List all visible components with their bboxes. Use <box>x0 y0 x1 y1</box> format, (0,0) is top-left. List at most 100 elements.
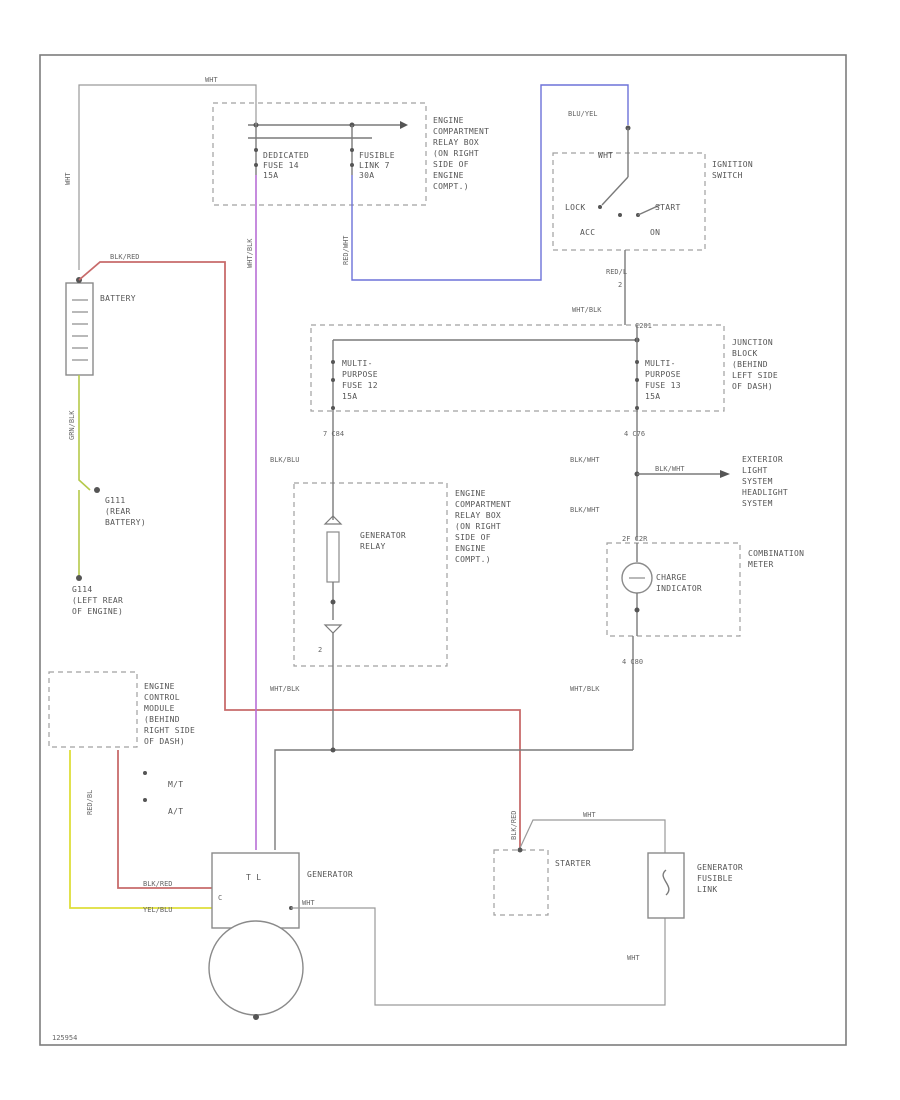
svg-text:FUSE 12: FUSE 12 <box>342 381 378 390</box>
svg-text:LEFT SIDE: LEFT SIDE <box>732 371 778 380</box>
ground-g114-label: G114 (LEFT REAR OF ENGINE) <box>72 585 123 616</box>
svg-text:GENERATOR: GENERATOR <box>360 531 406 540</box>
wire-label-wht-blk-ign: WHT/BLK <box>572 306 602 314</box>
svg-text:SIDE OF: SIDE OF <box>455 533 491 542</box>
generator-symbol <box>208 920 304 1016</box>
svg-text:SYSTEM: SYSTEM <box>742 499 773 508</box>
svg-text:FUSE 13: FUSE 13 <box>645 381 681 390</box>
generator-relay-label: GENERATOR RELAY <box>360 531 406 551</box>
conn-c201: C201 <box>635 322 652 330</box>
svg-text:EXTERIOR: EXTERIOR <box>742 455 783 464</box>
wire-label-blk-red-top: BLK/RED <box>110 253 140 261</box>
starter-label: STARTER <box>555 859 591 868</box>
svg-text:COMPT.): COMPT.) <box>455 555 491 564</box>
dedicated-fuse-label-3: 15A <box>263 171 278 180</box>
wire-wht-top <box>78 84 257 270</box>
conn-c128: 2F C2R <box>622 535 648 543</box>
wire-label-wht-gen: WHT <box>302 899 315 907</box>
wire-label-red-wht: RED/WHT <box>342 235 350 265</box>
wire-label-blk-wht-1: BLK/WHT <box>570 456 600 464</box>
svg-text:COMPARTMENT: COMPARTMENT <box>455 500 511 509</box>
starter-box <box>493 849 549 916</box>
svg-text:OF ENGINE): OF ENGINE) <box>72 607 123 616</box>
svg-text:15A: 15A <box>342 392 357 401</box>
dedicated-fuse-label-2: FUSE 14 <box>263 161 299 170</box>
svg-text:FUSIBLE: FUSIBLE <box>697 874 733 883</box>
ground-g111-label: G111 (REAR BATTERY) <box>105 496 146 527</box>
svg-text:G114: G114 <box>72 585 92 594</box>
conn-c2: 2 <box>618 281 622 289</box>
wire-label-yel-blu: YEL/BLU <box>143 906 173 914</box>
svg-text:OF DASH): OF DASH) <box>144 737 185 746</box>
svg-text:MODULE: MODULE <box>144 704 175 713</box>
wire-label-blu-yel: BLU/YEL <box>568 110 598 118</box>
svg-text:SYSTEM: SYSTEM <box>742 477 773 486</box>
wire-label-grn-blk: GRN/BLK <box>68 410 76 440</box>
svg-text:ENGINE: ENGINE <box>433 171 464 180</box>
gen-fusible-link-box <box>647 852 685 919</box>
svg-text:OF DASH): OF DASH) <box>732 382 773 391</box>
fusible-link-label-2: LINK 7 <box>359 161 390 170</box>
svg-text:G111: G111 <box>105 496 125 505</box>
svg-text:(ON RIGHT: (ON RIGHT <box>433 149 479 158</box>
ign-acc-label: ACC <box>580 228 595 237</box>
generator-relay-coil <box>326 531 340 583</box>
svg-text:PURPOSE: PURPOSE <box>645 370 681 379</box>
junction-block-box <box>310 324 725 412</box>
wire-label-red-bl: RED/BL <box>86 790 94 815</box>
charge-indicator-label: CHARGE INDICATOR <box>656 573 702 593</box>
svg-text:(LEFT REAR: (LEFT REAR <box>72 596 123 605</box>
ignition-switch-box <box>552 152 706 251</box>
generator-box <box>211 852 300 929</box>
svg-text:BLOCK: BLOCK <box>732 349 758 358</box>
svg-text:ENGINE: ENGINE <box>144 682 175 691</box>
wire-blu <box>351 84 629 281</box>
wire-l-terminal <box>274 749 633 850</box>
exterior-light-label: EXTERIOR LIGHT SYSTEM HEADLIGHT SYSTEM <box>742 455 788 508</box>
svg-text:LINK: LINK <box>697 885 717 894</box>
wire-label-wht-blk-relay: WHT/BLK <box>270 685 300 693</box>
fusible-link-label-1: FUSIBLE <box>359 151 395 160</box>
gen-fusible-link-label: GENERATOR FUSIBLE LINK <box>697 863 743 894</box>
wire-yel-blu <box>69 750 212 909</box>
wire-wht-gen <box>291 819 666 1006</box>
svg-text:CHARGE: CHARGE <box>656 573 687 582</box>
relay-box-top-label: ENGINE COMPARTMENT RELAY BOX (ON RIGHT S… <box>433 116 489 191</box>
svg-text:ENGINE: ENGINE <box>455 489 486 498</box>
svg-text:JUNCTION: JUNCTION <box>732 338 773 347</box>
wire-label-wht-bottom: WHT <box>627 954 640 962</box>
svg-text:LIGHT: LIGHT <box>742 466 768 475</box>
wire-red-ecm <box>117 750 212 889</box>
ign-on-label: ON <box>650 228 660 237</box>
ign-start-label: START <box>655 203 681 212</box>
svg-text:(ON RIGHT: (ON RIGHT <box>455 522 501 531</box>
battery-symbol <box>65 282 94 376</box>
svg-text:(BEHIND: (BEHIND <box>144 715 180 724</box>
fuse13-label: MULTI- PURPOSE FUSE 13 15A <box>645 359 681 401</box>
conn-gen-c: C <box>218 894 222 902</box>
generator-terminals: T L <box>246 873 261 882</box>
wire-blk-red <box>78 261 521 848</box>
wire-label-wht-top: WHT <box>205 76 218 84</box>
mt-label: M/T <box>168 780 183 789</box>
combination-meter-label: COMBINATION METER <box>748 549 804 569</box>
wire-label-wht-left: WHT <box>64 172 72 185</box>
wire-label-blk-wht-2: BLK/WHT <box>570 506 600 514</box>
svg-text:(BEHIND: (BEHIND <box>732 360 768 369</box>
svg-text:RELAY BOX: RELAY BOX <box>433 138 479 147</box>
ecm-label: ENGINE CONTROL MODULE (BEHIND RIGHT SIDE… <box>144 682 195 746</box>
conn-c2b: 2 <box>318 646 322 654</box>
relay-box-mid <box>293 482 448 667</box>
svg-text:(REAR: (REAR <box>105 507 131 516</box>
wire-label-ign-red: RED/L <box>606 268 627 276</box>
wire-label-wht-blk-right: WHT/BLK <box>570 685 600 693</box>
ignition-switch-label-1: IGNITION <box>712 160 753 169</box>
relay-box-mid-label: ENGINE COMPARTMENT RELAY BOX (ON RIGHT S… <box>455 489 511 564</box>
svg-text:MULTI-: MULTI- <box>645 359 676 368</box>
diagram-frame <box>39 54 847 1046</box>
dedicated-fuse-label-1: DEDICATED <box>263 151 309 160</box>
svg-text:INDICATOR: INDICATOR <box>656 584 702 593</box>
svg-text:RIGHT SIDE: RIGHT SIDE <box>144 726 195 735</box>
svg-text:BATTERY): BATTERY) <box>105 518 146 527</box>
fuse12-label: MULTI- PURPOSE FUSE 12 15A <box>342 359 378 401</box>
